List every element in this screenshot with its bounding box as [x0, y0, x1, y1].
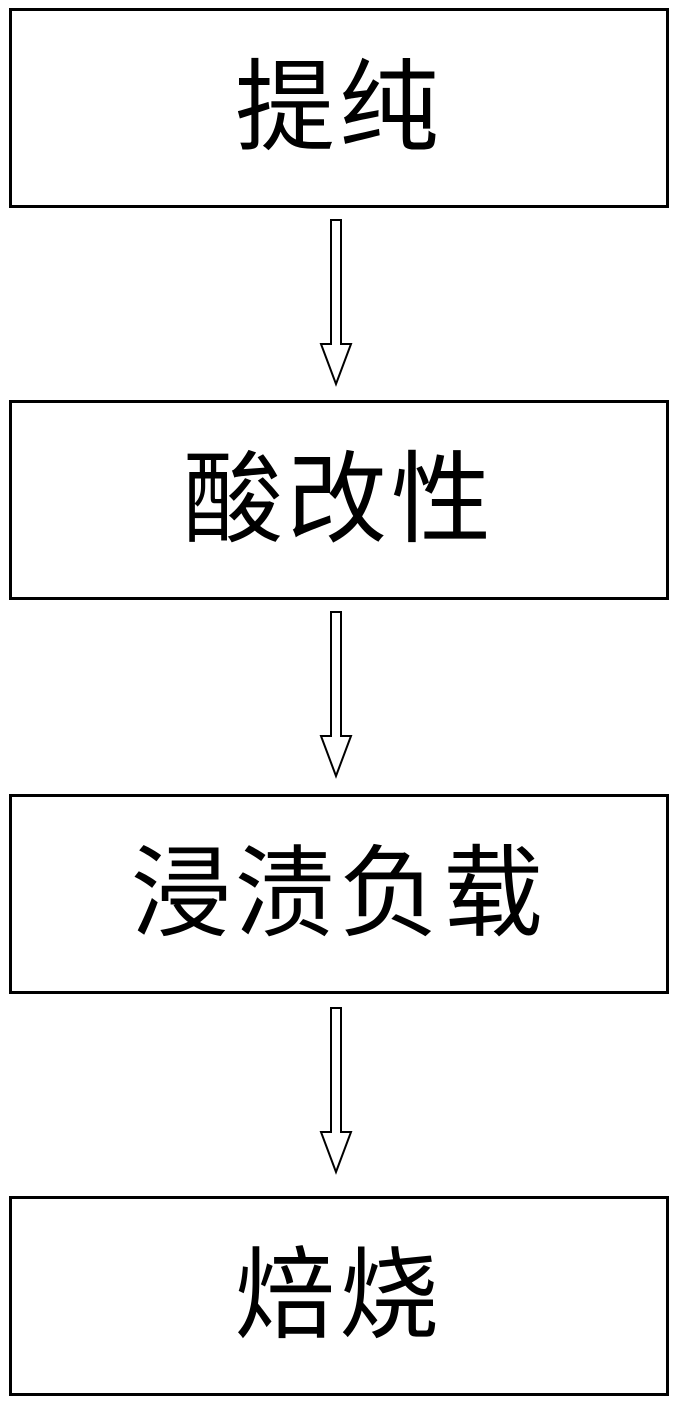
- down-arrow-icon: [319, 611, 353, 779]
- step-box-purification: 提纯: [9, 8, 669, 208]
- step-box-acid-modification: 酸改性: [9, 400, 669, 600]
- step-label: 浸渍负载: [131, 835, 547, 952]
- down-arrow-icon: [319, 219, 353, 387]
- step-label: 酸改性: [183, 441, 495, 558]
- step-box-calcination: 焙烧: [9, 1196, 669, 1396]
- step-label: 焙烧: [235, 1237, 443, 1354]
- step-label: 提纯: [235, 49, 443, 166]
- down-arrow-icon: [319, 1007, 353, 1175]
- step-box-impregnation-loading: 浸渍负载: [9, 794, 669, 994]
